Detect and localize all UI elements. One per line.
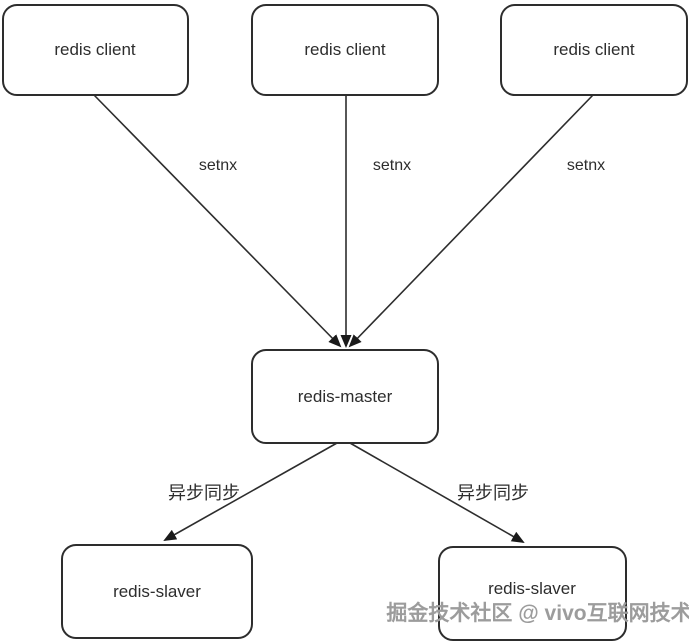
node-redis-slaver-2: redis-slaver	[438, 546, 627, 641]
node-redis-slaver-1: redis-slaver	[61, 544, 253, 639]
node-redis-client-3: redis client	[500, 4, 688, 96]
node-redis-master-label: redis-master	[298, 387, 393, 406]
node-redis-master-box	[251, 349, 439, 444]
node-redis-slaver-1-box	[61, 544, 253, 639]
node-redis-client-2-label: redis client	[304, 40, 386, 59]
edge-master-to-slaver1	[163, 442, 338, 541]
node-redis-client-3-box	[500, 4, 688, 96]
node-redis-client-2: redis client	[251, 4, 439, 96]
node-redis-client-2-box	[251, 4, 439, 96]
edge-label-setnx-1: setnx	[199, 157, 237, 174]
node-redis-client-1: redis client	[2, 4, 189, 96]
edge-master-to-slaver2	[349, 442, 525, 543]
node-redis-slaver-2-label: redis-slaver	[488, 579, 576, 598]
edge-client3-to-master	[348, 94, 594, 348]
edge-label-async-sync-2: 异步同步	[457, 483, 529, 503]
node-redis-slaver-1-label: redis-slaver	[113, 582, 201, 601]
node-redis-client-3-label: redis client	[553, 40, 635, 59]
node-redis-slaver-2-box	[438, 546, 627, 641]
edge-label-setnx-3: setnx	[567, 157, 605, 174]
watermark-text: 掘金技术社区 @ vivo互联网技术	[386, 601, 689, 625]
edge-label-async-sync-1: 异步同步	[168, 483, 240, 503]
node-redis-master: redis-master	[251, 349, 439, 444]
edge-client1-to-master	[93, 94, 342, 348]
edge-label-setnx-2: setnx	[373, 157, 411, 174]
node-redis-client-1-label: redis client	[54, 40, 136, 59]
node-redis-client-1-box	[2, 4, 189, 96]
